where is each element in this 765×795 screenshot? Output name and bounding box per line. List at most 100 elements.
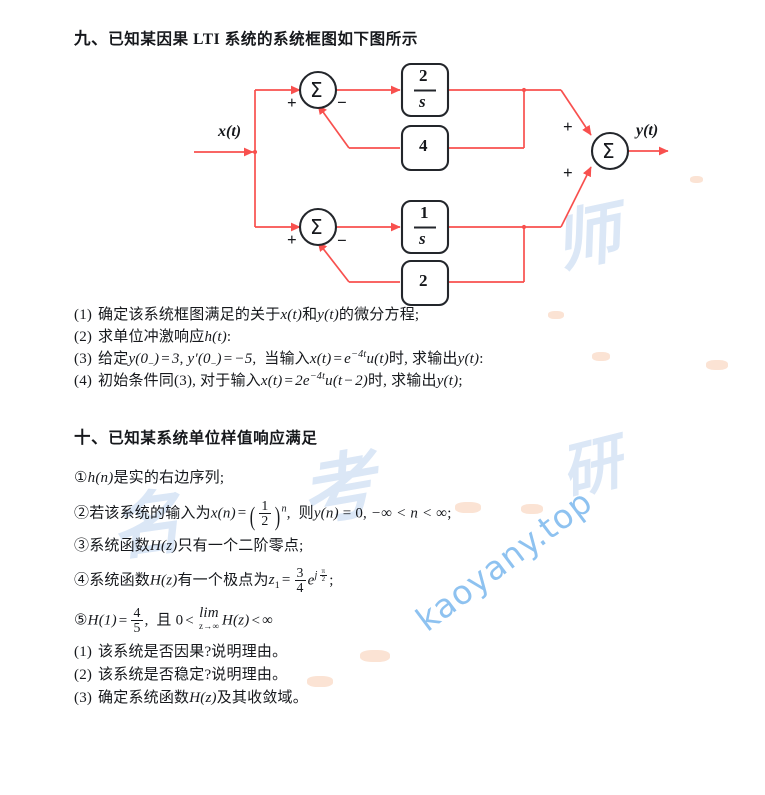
item-label: 初始条件同(3), bbox=[98, 373, 197, 389]
item-end: ; bbox=[458, 373, 463, 389]
condition-text: 若该系统的输入为 bbox=[89, 505, 211, 522]
sign-plus-output-top: + bbox=[563, 117, 573, 136]
section-nine-item-2: (2) 求单位冲激响应h(t): bbox=[74, 325, 231, 346]
condition-text: 是实的右边序列; bbox=[113, 470, 225, 486]
section-nine-title: 已知某因果 LTI 系统的系统框图如下图所示 bbox=[108, 31, 418, 48]
summing-junction-output bbox=[590, 131, 630, 171]
sign-plus-bottom: + bbox=[287, 230, 297, 249]
item-index: (4) bbox=[74, 373, 93, 389]
gain-block-4 bbox=[400, 124, 450, 172]
lower-bound: 0 bbox=[175, 612, 184, 629]
item-when: 时, bbox=[388, 351, 409, 367]
item-index: (2) bbox=[74, 329, 93, 345]
sum-symbol-top: Σ bbox=[310, 78, 323, 102]
question-index: (1) bbox=[74, 644, 93, 660]
gain-2-over-s-denominator: s bbox=[419, 92, 426, 111]
question-text: 该系统是否因果?说明理由。 bbox=[98, 644, 288, 660]
condition-index: ① bbox=[74, 470, 88, 486]
paren-close: ) bbox=[274, 502, 280, 532]
exponential-base: e bbox=[307, 572, 315, 589]
condition-index: ⑤ bbox=[74, 612, 88, 629]
sum-symbol-bottom: Σ bbox=[310, 215, 323, 239]
section-ten-title: 已知某系统单位样值响应满足 bbox=[108, 430, 318, 447]
section-ten-question-3: (3) 确定系统函数H(z)及其收敛域。 bbox=[74, 686, 308, 707]
initial-condition-2: y′(0−)=−5 bbox=[187, 351, 253, 370]
item-variable-x: x(t) bbox=[280, 307, 303, 323]
equals-sign: = bbox=[237, 505, 247, 522]
pole-variable-z1: z1 bbox=[268, 572, 280, 592]
item-variable-h: h(t) bbox=[204, 329, 227, 345]
item-index: (1) bbox=[74, 307, 93, 323]
upper-bound-infinity: ∞ bbox=[262, 612, 274, 629]
question-variable-H: H(z) bbox=[189, 690, 217, 706]
comma: , bbox=[286, 505, 291, 522]
question-text: 该系统是否稳定?说明理由。 bbox=[98, 667, 288, 683]
condition-text: 系统函数 bbox=[89, 538, 151, 554]
gain-4-value: 4 bbox=[419, 136, 428, 155]
question-index: (2) bbox=[74, 667, 93, 683]
item-text: 确定该系统框图满足的关于 bbox=[98, 307, 281, 323]
equals-sign: = bbox=[281, 572, 291, 589]
condition-variable-H: H(z) bbox=[150, 572, 178, 589]
gain-1-over-s-numerator: 1 bbox=[420, 203, 429, 222]
section-ten-question-1: (1) 该系统是否因果?说明理由。 bbox=[74, 640, 287, 661]
section-ten-condition-3: ③系统函数H(z)只有一个二阶零点; bbox=[74, 534, 303, 555]
condition-variable-x: x(n) bbox=[210, 505, 236, 522]
item-conjunction: 和 bbox=[302, 307, 318, 323]
gain-block-2 bbox=[400, 259, 450, 307]
sum-symbol-output: Σ bbox=[602, 139, 615, 163]
initial-condition-1: y(0−)=3 bbox=[128, 351, 180, 370]
section-ten-question-2: (2) 该系统是否稳定?说明理由。 bbox=[74, 663, 287, 684]
condition-and: 且 bbox=[156, 612, 172, 629]
paren-open: ( bbox=[250, 502, 256, 532]
condition-variable-h: h(n) bbox=[87, 470, 114, 486]
section-ten-condition-1: ①h(n)是实的右边序列; bbox=[74, 466, 224, 487]
sign-plus-output-bottom: + bbox=[563, 163, 573, 182]
item-text-tail: 的微分方程; bbox=[338, 307, 420, 323]
section-nine-item-4: (4) 初始条件同(3), 对于输入x(t)=2e−4tu(t−2)时, 求输出… bbox=[74, 369, 463, 390]
section-nine-item-1: (1) 确定该系统框图满足的关于x(t)和y(t)的微分方程; bbox=[74, 303, 419, 324]
item-label: 给定 bbox=[98, 351, 129, 367]
question-text-tail: 及其收敛域。 bbox=[216, 690, 308, 706]
condition-text-mid: 有一个极点为 bbox=[177, 572, 269, 589]
item-ask: 求输出 bbox=[391, 373, 437, 389]
condition-index: ② bbox=[74, 505, 90, 522]
condition-variable-H: H(z) bbox=[150, 538, 178, 554]
condition-text-tail: 只有一个二阶零点; bbox=[177, 538, 304, 554]
item-text: 求单位冲激响应 bbox=[98, 329, 205, 345]
condition-text: 系统函数 bbox=[89, 572, 151, 589]
section-nine-number: 九、 bbox=[74, 29, 109, 48]
input-expression: x(t)=2e−4tu(t−2) bbox=[260, 371, 368, 389]
section-nine-item-3: (3) 给定y(0−)=3, y′(0−)=−5, 当输入x(t)=e−4tu(… bbox=[74, 349, 484, 370]
item-when: 时, bbox=[367, 373, 388, 389]
condition-range: −∞ < n < ∞ bbox=[370, 505, 448, 522]
item-index: (3) bbox=[74, 351, 93, 367]
condition-index: ④ bbox=[74, 572, 90, 589]
summing-junction-top bbox=[298, 70, 338, 110]
output-expression: y(t) bbox=[436, 373, 459, 389]
summing-junction-bottom bbox=[298, 207, 338, 247]
sign-minus-top: − bbox=[337, 93, 347, 112]
input-expression: x(t)=e−4tu(t) bbox=[309, 349, 389, 367]
item-end: : bbox=[479, 351, 484, 367]
input-signal-label: x(t) bbox=[218, 123, 242, 140]
sign-plus-top: + bbox=[287, 93, 297, 112]
section-nine-heading: 九、已知某因果 LTI 系统的系统框图如下图所示 bbox=[74, 25, 418, 49]
item-text-tail: : bbox=[226, 329, 232, 345]
limit-function: H(z) bbox=[221, 612, 250, 629]
gain-2-over-s-numerator: 2 bbox=[419, 66, 428, 85]
gain-2-value: 2 bbox=[419, 271, 428, 290]
gain-1-over-s-denominator: s bbox=[419, 229, 426, 248]
item-ask: 求输出 bbox=[412, 351, 458, 367]
item-condition: 当输入 bbox=[264, 351, 310, 367]
sign-minus-bottom: − bbox=[337, 231, 347, 250]
output-expression: y(t) bbox=[457, 351, 480, 367]
